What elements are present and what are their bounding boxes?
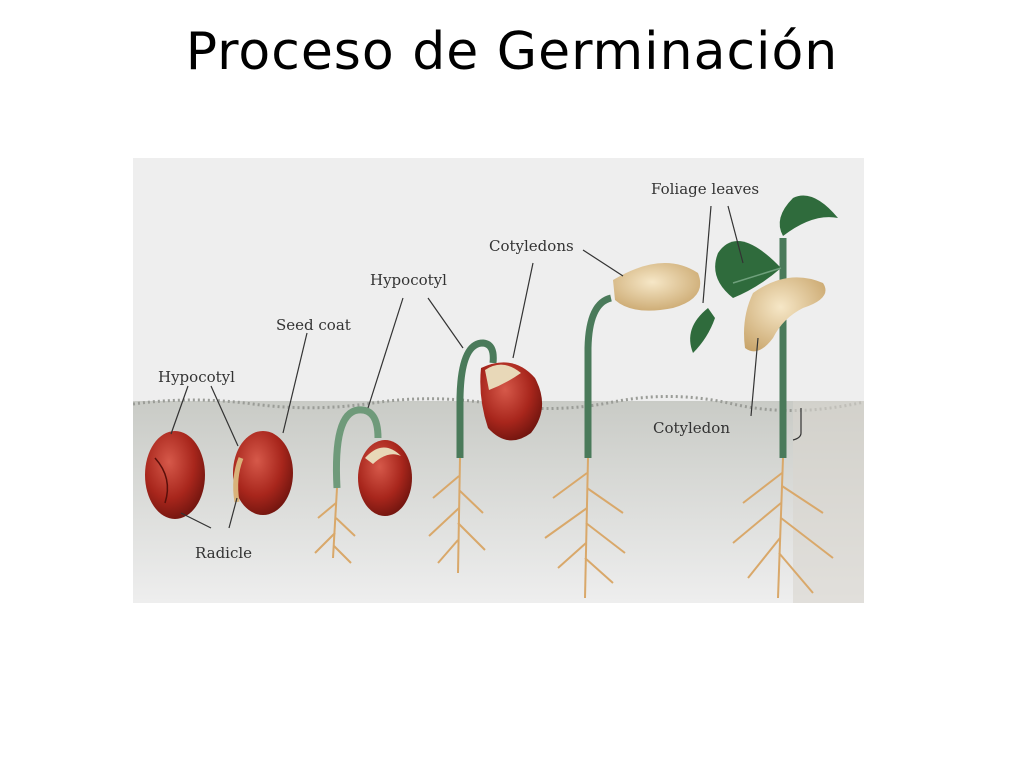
- soil-shadow-right: [793, 401, 864, 603]
- stage-2-seed: [233, 431, 293, 515]
- label-seed-coat: Seed coat: [276, 316, 351, 334]
- label-cotyledon: Cotyledon: [653, 419, 730, 437]
- label-cotyledons: Cotyledons: [489, 237, 574, 255]
- page-title: Proceso de Germinación: [185, 22, 839, 82]
- label-foliage-leaves: Foliage leaves: [651, 180, 759, 198]
- stage-5-seedling: [544, 263, 701, 599]
- label-radicle: Radicle: [195, 544, 252, 562]
- label-hypocotyl-1: Hypocotyl: [158, 368, 235, 386]
- stage-3-seedling: [314, 406, 412, 564]
- label-hypocotyl-2: Hypocotyl: [370, 271, 447, 289]
- stage-4-seedling: [428, 339, 543, 574]
- stage-1-seed: [145, 431, 205, 519]
- stage-6-plant: [690, 195, 838, 599]
- germination-diagram: Hypocotyl Radicle Seed coat Hypocotyl Co…: [133, 158, 864, 603]
- leader-lines: [170, 205, 759, 529]
